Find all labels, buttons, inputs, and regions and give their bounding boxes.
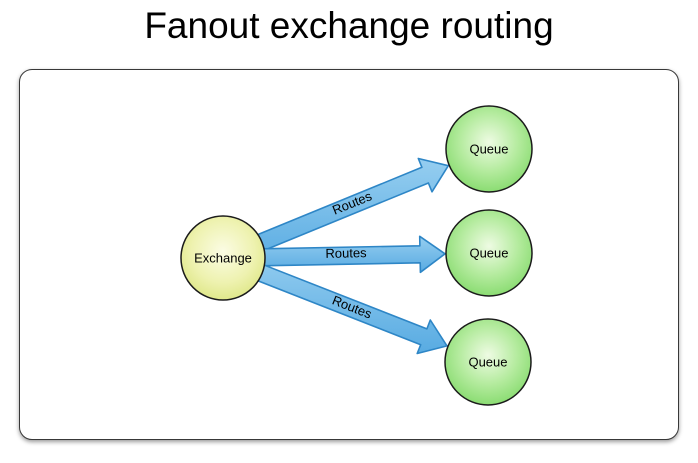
routes-edge-label: Routes: [325, 245, 367, 261]
queue-node: [445, 209, 533, 297]
exchange-node: [180, 215, 266, 301]
queue-node-label: Queue: [469, 142, 508, 157]
queue-node: [445, 105, 533, 193]
queue-node-label: Queue: [469, 246, 508, 261]
queue-node: [444, 318, 532, 406]
queue-node-label: Queue: [468, 355, 507, 370]
diagram-title: Fanout exchange routing: [144, 5, 554, 46]
exchange-node-label: Exchange: [194, 251, 252, 266]
